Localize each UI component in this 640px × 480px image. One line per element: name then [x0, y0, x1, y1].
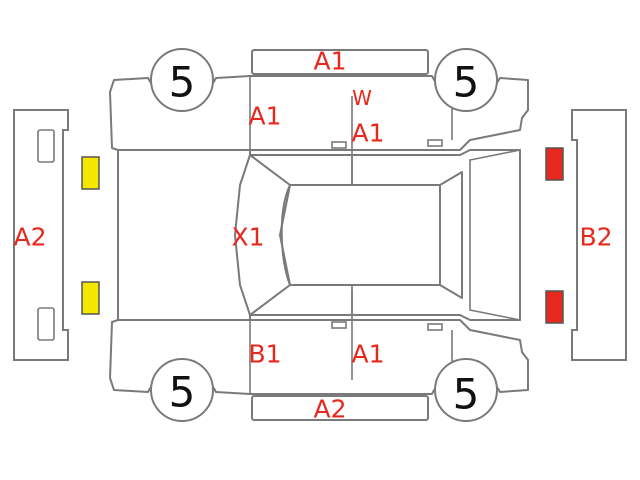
mark-hood: X1	[231, 223, 264, 252]
mark-bottom-bar: A2	[313, 395, 346, 424]
mark-bottom-rear-door: A1	[351, 340, 384, 369]
mark-top-rear-door-w: W	[352, 86, 372, 110]
front-lamp-top	[81, 156, 100, 190]
rear-bumper	[571, 109, 627, 361]
wheel-rear-right: 5	[434, 358, 498, 422]
wheel-front-right: 5	[150, 358, 214, 422]
mark-front-bumper: A2	[13, 223, 46, 252]
rear-lamp-top	[545, 147, 564, 181]
wheel-front-right-number: 5	[169, 368, 196, 417]
wheel-rear-left-number: 5	[453, 58, 480, 107]
wheel-rear-right-number: 5	[453, 370, 480, 419]
wheel-front-left-number: 5	[169, 58, 196, 107]
wheel-rear-left: 5	[434, 48, 498, 112]
mark-bottom-front-door: B1	[248, 340, 281, 369]
car-body-top-view	[117, 149, 521, 321]
bottom-side-bar	[251, 395, 429, 421]
front-lamp-bottom	[81, 281, 100, 315]
top-side-bar	[251, 49, 429, 75]
wheel-front-left: 5	[150, 48, 214, 112]
mark-rear-bumper: B2	[579, 223, 612, 252]
mark-top-rear-door: A1	[351, 119, 384, 148]
rear-lamp-bottom	[545, 290, 564, 324]
mark-top-front-door: A1	[248, 102, 281, 131]
front-bumper	[13, 109, 69, 361]
mark-top-bar: A1	[313, 47, 346, 76]
